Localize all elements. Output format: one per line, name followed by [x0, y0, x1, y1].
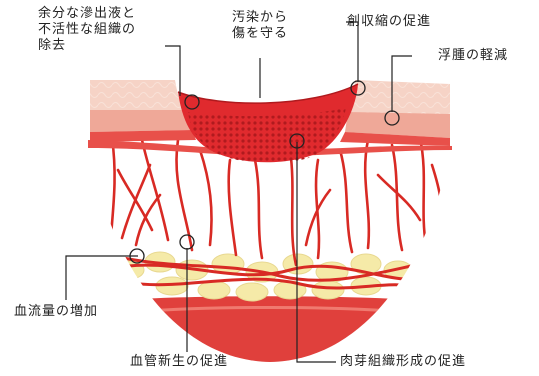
- label-contraction: 創収縮の促進: [347, 14, 431, 30]
- label-blood-flow: 血流量の増加: [14, 304, 98, 320]
- label-protect: 汚染から 傷を守る: [232, 10, 288, 42]
- label-angiogenesis: 血管新生の促進: [130, 354, 228, 370]
- label-granulation: 肉芽組織形成の促進: [340, 354, 466, 370]
- label-remove-exudate: 余分な滲出液と 不活性な組織の 除去: [38, 6, 136, 54]
- label-edema: 浮腫の軽減: [438, 48, 508, 64]
- tissue-bowl: [80, 138, 460, 376]
